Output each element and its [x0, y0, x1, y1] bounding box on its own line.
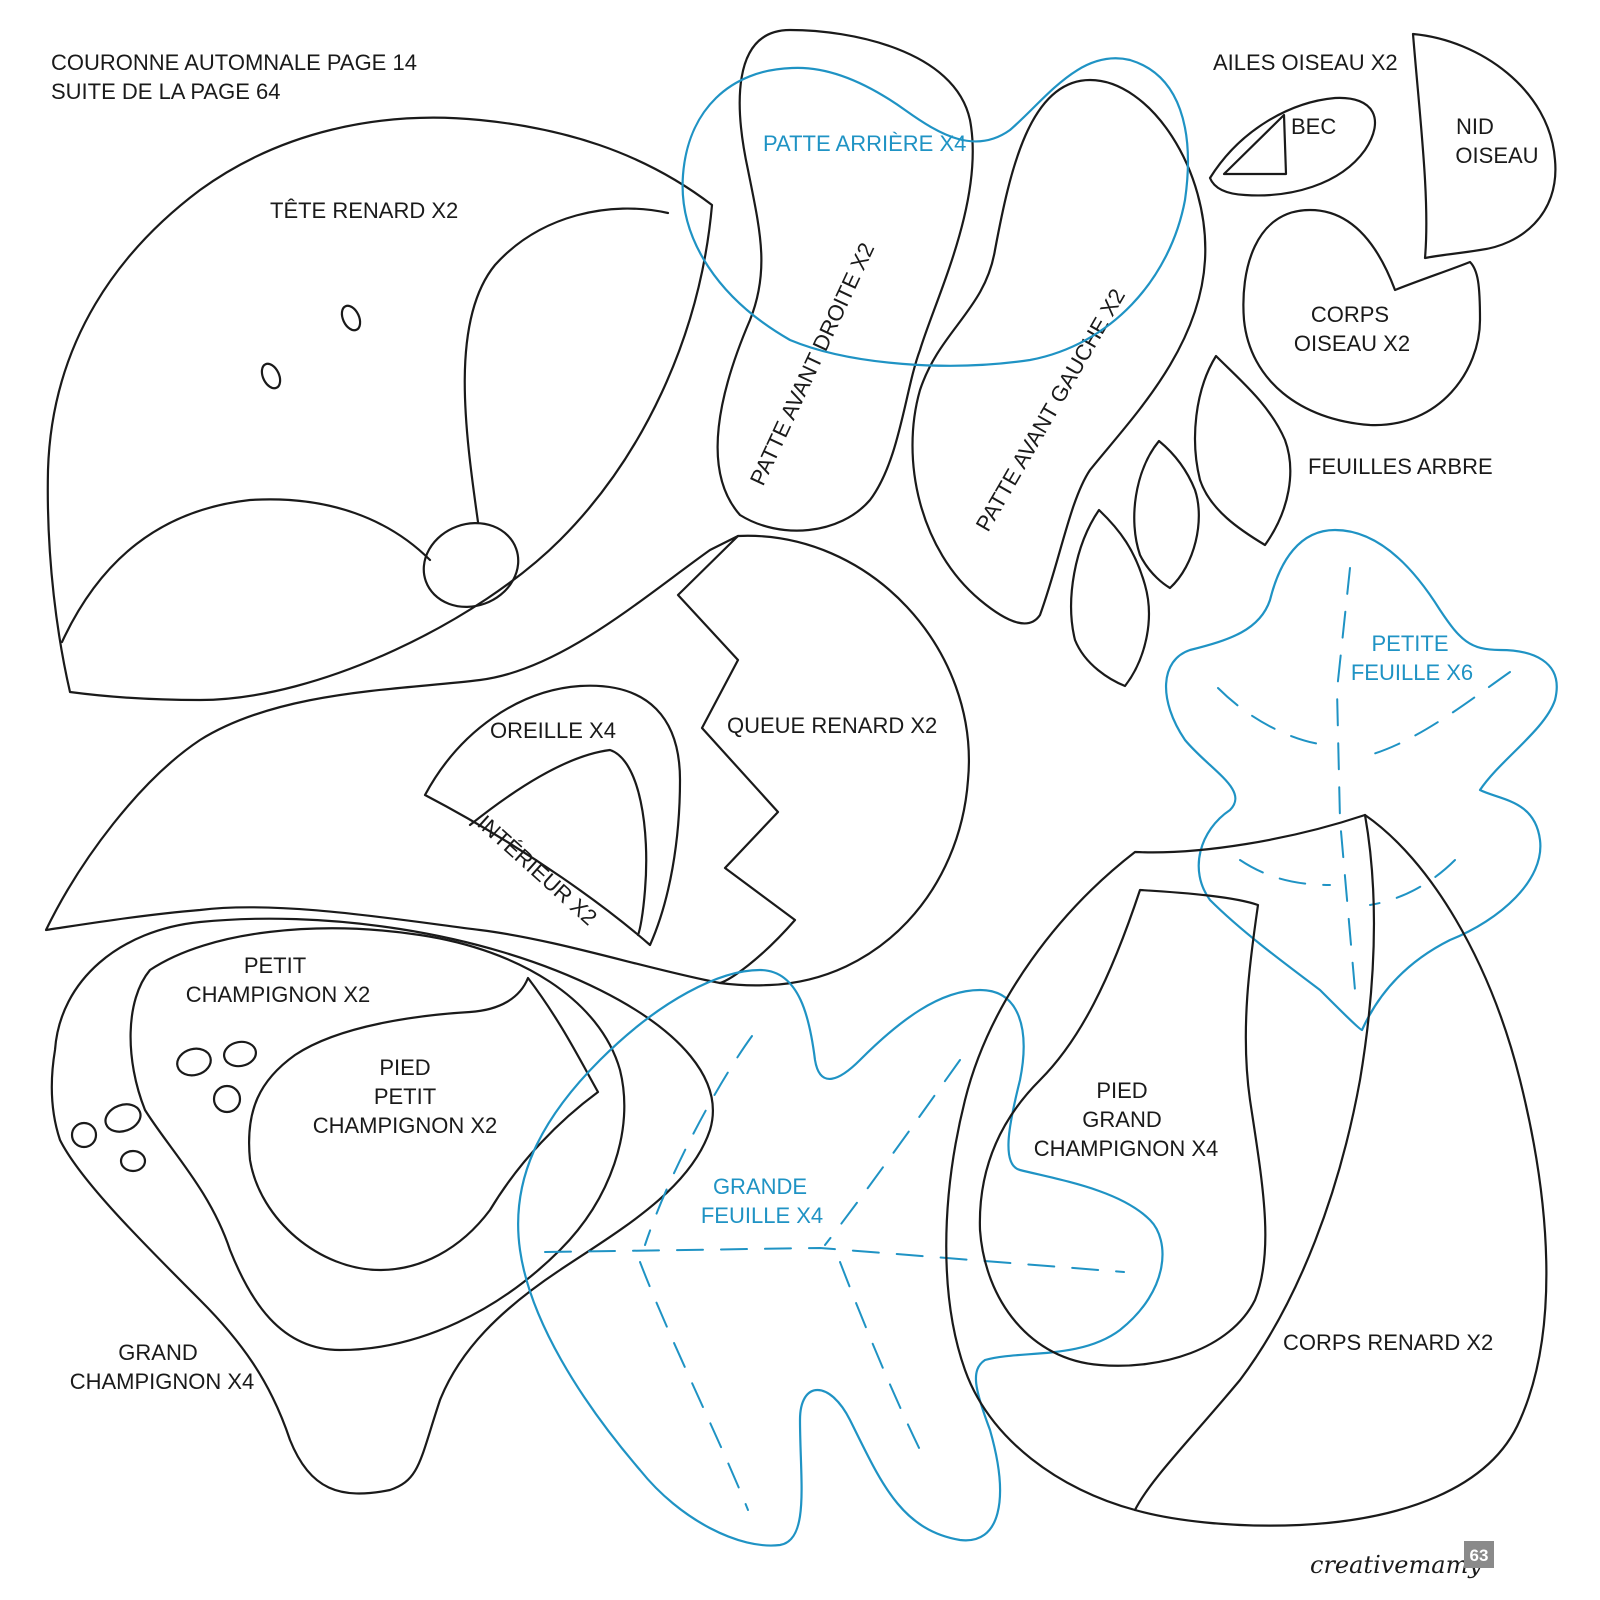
label-corps-oiseau-2: OISEAU X2 — [1294, 331, 1410, 356]
header-subtitle: SUITE DE LA PAGE 64 — [51, 79, 280, 104]
pattern-feuilles-arbre: FEUILLES ARBRE — [1070, 354, 1493, 688]
pattern-patte-arriere: PATTE ARRIÈRE X4 — [681, 57, 1189, 367]
label-grand-champignon-2: CHAMPIGNON X4 — [70, 1369, 255, 1394]
pattern-grand-champignon: GRAND CHAMPIGNON X4 — [50, 917, 714, 1495]
label-corps-oiseau-1: CORPS — [1311, 302, 1389, 327]
label-petite-feuille-2: FEUILLE X6 — [1351, 660, 1473, 685]
label-patte-avant-droite: PATTE AVANT DROITE X2 — [745, 239, 879, 489]
label-petite-feuille-1: PETITE — [1371, 631, 1448, 656]
pattern-grande-feuille: GRANDE FEUILLE X4 — [517, 968, 1164, 1547]
pattern-pied-petit-champignon: PIED PETIT CHAMPIGNON X2 — [248, 976, 600, 1272]
pattern-corps-oiseau: CORPS OISEAU X2 — [1242, 208, 1482, 427]
label-grande-feuille-2: FEUILLE X4 — [701, 1203, 823, 1228]
label-pied-grand-3: CHAMPIGNON X4 — [1034, 1136, 1219, 1161]
label-pied-petit-2: PETIT — [374, 1084, 436, 1109]
label-nid-1: NID — [1456, 114, 1494, 139]
label-patte-avant-gauche: PATTE AVANT GAUCHE X2 — [971, 284, 1130, 535]
pattern-tete-renard: TÊTE RENARD X2 — [46, 116, 714, 702]
pattern-nid-oiseau: NID OISEAU — [1411, 32, 1557, 260]
label-patte-arriere: PATTE ARRIÈRE X4 — [763, 131, 966, 156]
header-title: COURONNE AUTOMNALE PAGE 14 — [51, 50, 417, 75]
label-petit-champignon-2: CHAMPIGNON X2 — [186, 982, 371, 1007]
label-corps-renard: CORPS RENARD X2 — [1283, 1330, 1493, 1355]
page-number: 63 — [1470, 1546, 1489, 1565]
pattern-corps-renard: CORPS RENARD X2 — [945, 813, 1548, 1527]
label-pied-petit-3: CHAMPIGNON X2 — [313, 1113, 498, 1138]
pattern-petite-feuille: PETITE FEUILLE X6 — [1164, 528, 1558, 1032]
brand-logo-text: creativemamy — [1310, 1551, 1482, 1579]
label-interieur: INTÉRIEUR X2 — [473, 810, 602, 930]
label-bec: BEC — [1291, 114, 1336, 139]
pattern-oreille: OREILLE X4 INTÉRIEUR X2 — [423, 684, 682, 947]
pattern-ailes-oiseau: AILES OISEAU X2 BEC — [1208, 50, 1398, 197]
pattern-pied-grand-champignon: PIED GRAND CHAMPIGNON X4 — [978, 888, 1267, 1367]
label-pied-petit-1: PIED — [379, 1055, 430, 1080]
label-pied-grand-1: PIED — [1096, 1078, 1147, 1103]
pattern-queue-renard: QUEUE RENARD X2 — [44, 534, 970, 987]
label-ailes-oiseau: AILES OISEAU X2 — [1213, 50, 1398, 75]
label-queue-renard: QUEUE RENARD X2 — [727, 713, 937, 738]
label-oreille: OREILLE X4 — [490, 718, 616, 743]
label-petit-champignon-1: PETIT — [244, 953, 306, 978]
page-number-badge — [1464, 1541, 1494, 1568]
label-grande-feuille-1: GRANDE — [713, 1174, 807, 1199]
label-pied-grand-2: GRAND — [1082, 1107, 1161, 1132]
pattern-patte-avant-droite: PATTE AVANT DROITE X2 — [716, 28, 974, 532]
label-feuilles-arbre: FEUILLES ARBRE — [1308, 454, 1493, 479]
label-nid-2: OISEAU — [1455, 143, 1538, 168]
pattern-petit-champignon: PETIT CHAMPIGNON X2 — [129, 927, 626, 1352]
label-grand-champignon-1: GRAND — [118, 1340, 197, 1365]
label-tete-renard: TÊTE RENARD X2 — [270, 198, 458, 223]
